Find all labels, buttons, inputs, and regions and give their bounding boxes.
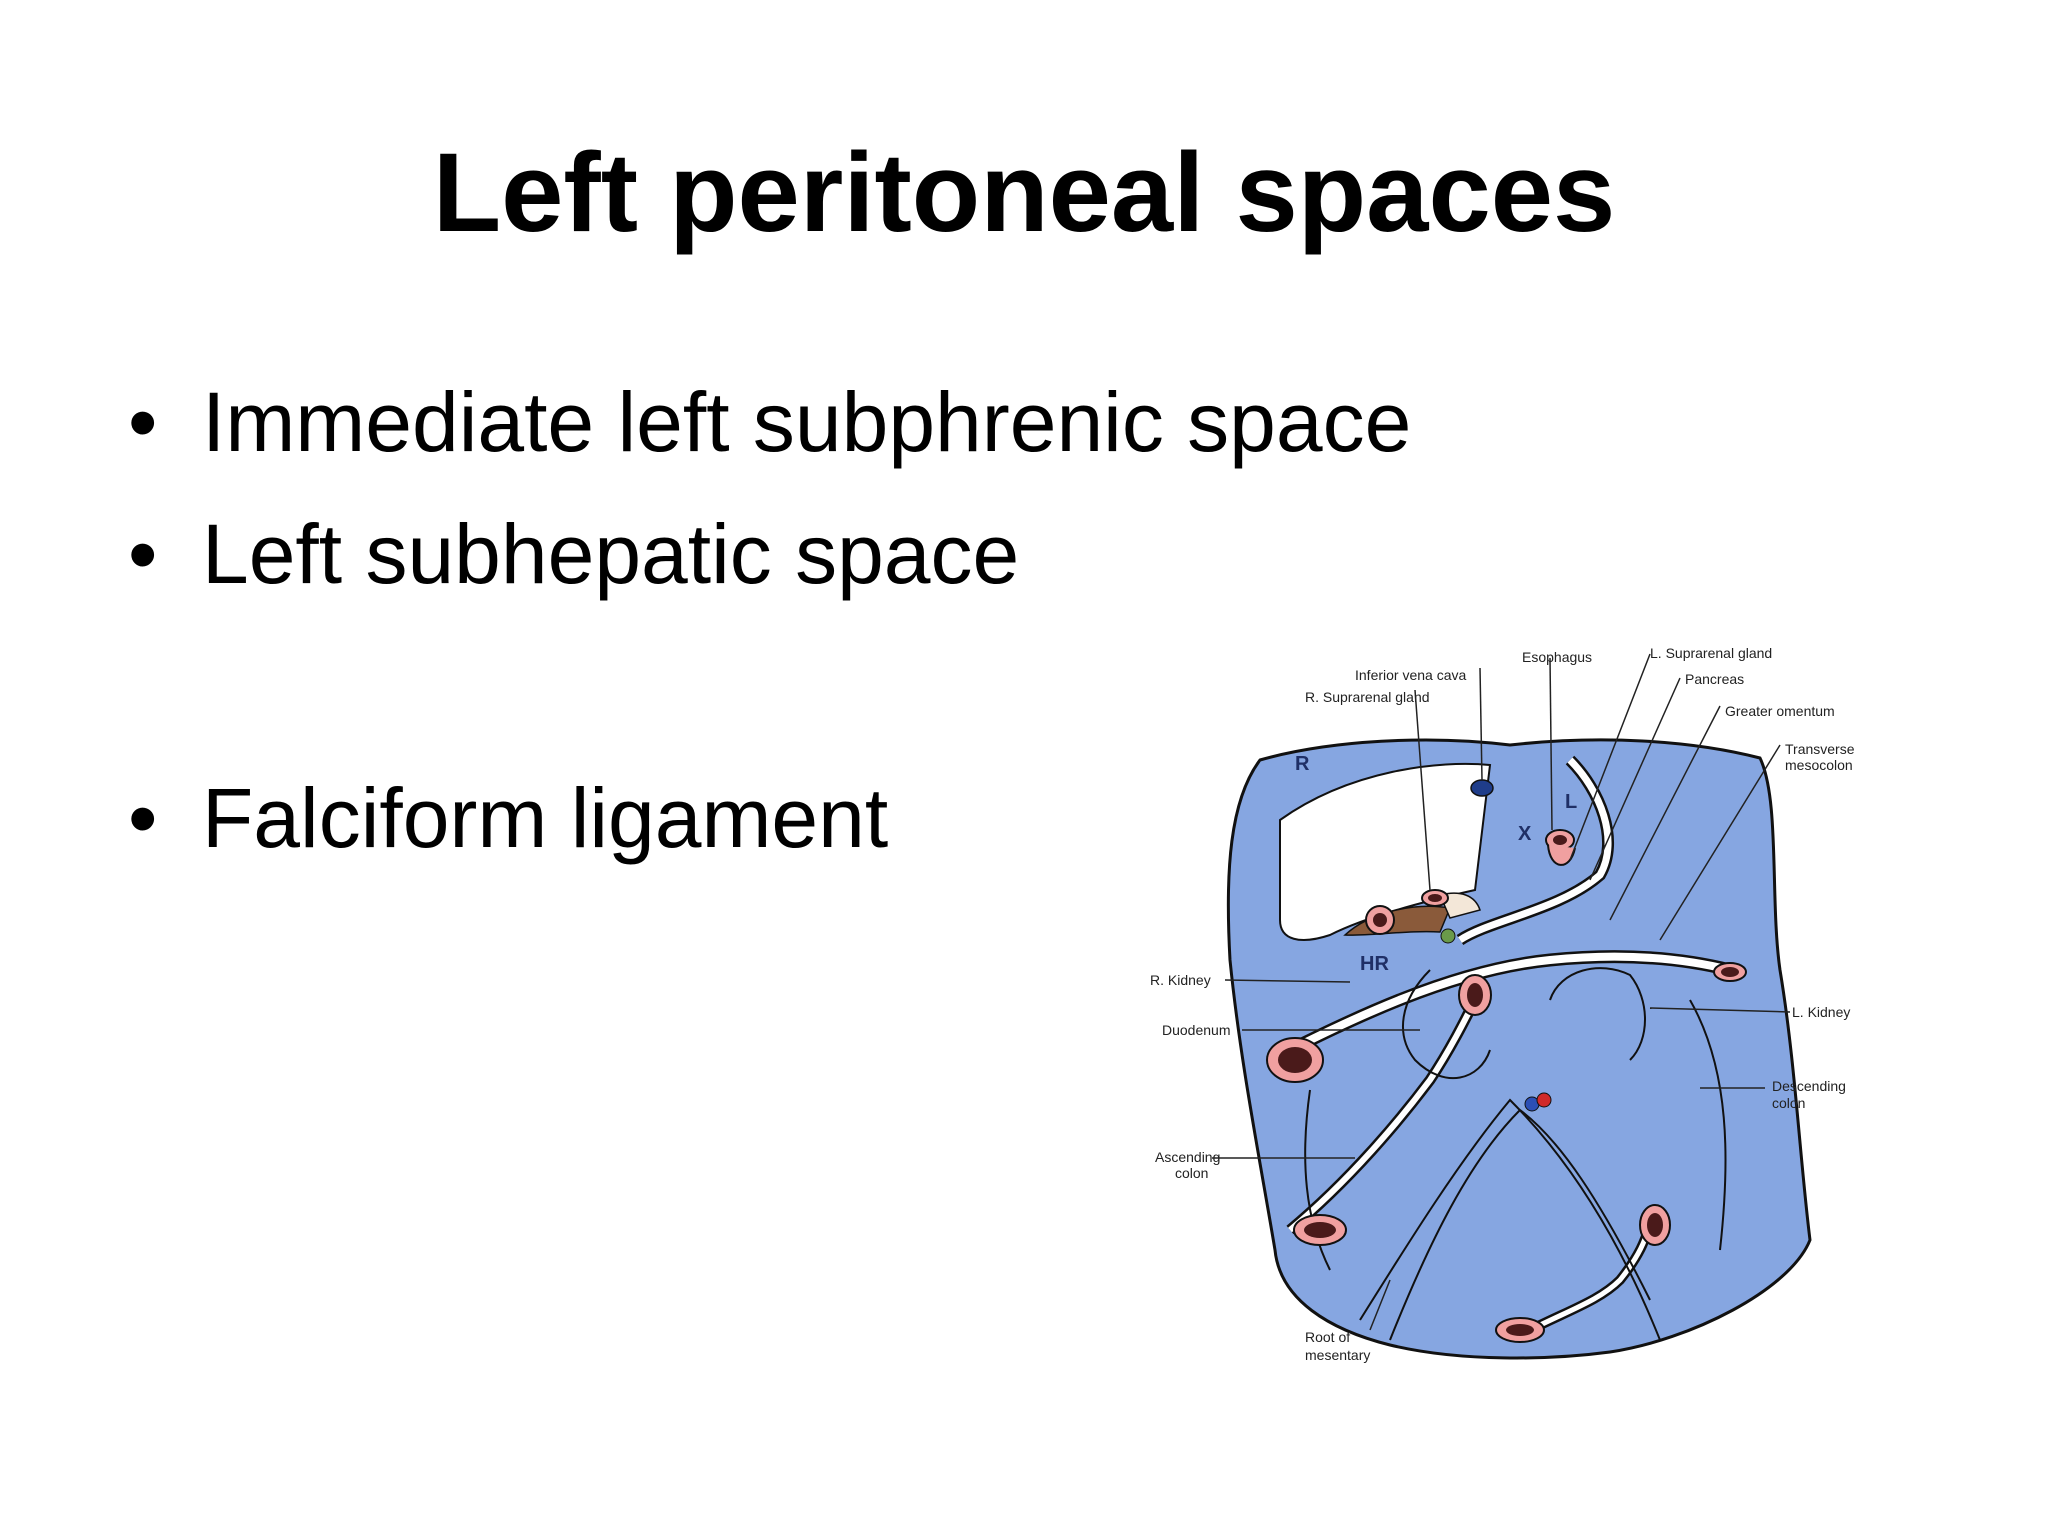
label-r-kidney: R. Kidney: [1150, 972, 1211, 988]
region-x: X: [1518, 823, 1532, 845]
region-hr: HR: [1360, 953, 1389, 975]
bullet-text: Falciform ligament: [202, 771, 889, 865]
label-descending-1: Descending: [1772, 1078, 1846, 1094]
label-pancreas: Pancreas: [1685, 671, 1744, 687]
label-transverse-1: Transverse: [1785, 741, 1855, 757]
leader-lines: [1212, 653, 1791, 1331]
colon-rings: [1266, 779, 1747, 1343]
label-root-2: mesentary: [1305, 1347, 1370, 1363]
bullet-dot: •: [128, 375, 158, 469]
bullet-item: • Left subhepatic space: [120, 512, 1019, 596]
bullet-dot: •: [128, 771, 158, 865]
label-ascending-1: Ascending: [1155, 1149, 1220, 1165]
bullet-dot: •: [128, 507, 158, 601]
label-transverse-2: mesocolon: [1785, 757, 1853, 773]
region-l: L: [1565, 791, 1577, 813]
label-duodenum: Duodenum: [1162, 1022, 1231, 1038]
label-ivc: Inferior vena cava: [1355, 667, 1466, 683]
label-ascending-2: colon: [1175, 1165, 1208, 1181]
slide-title: Left peritoneal spaces: [432, 130, 1616, 255]
bullet-item: • Falciform ligament: [120, 776, 888, 860]
label-greater-omentum: Greater omentum: [1725, 703, 1835, 719]
label-r-suprarenal: R. Suprarenal gland: [1305, 689, 1430, 705]
label-l-suprarenal: L. Suprarenal gland: [1650, 645, 1772, 661]
contour-lines: [1304, 967, 1727, 1341]
label-descending-2: colon: [1772, 1095, 1805, 1111]
label-esophagus: Esophagus: [1522, 649, 1592, 665]
bullet-text: Left subhepatic space: [202, 507, 1020, 601]
bullet-item: • Immediate left subphrenic space: [120, 380, 1411, 464]
peritoneal-anatomy-diagram: R L X HR Esophagus L. Suprarenal gland I…: [1130, 640, 1910, 1400]
label-root-1: Root of: [1305, 1329, 1350, 1345]
anatomy-svg: R L X HR Esophagus L. Suprarenal gland I…: [1150, 645, 1855, 1363]
bullet-text: Immediate left subphrenic space: [202, 375, 1412, 469]
label-l-kidney: L. Kidney: [1792, 1004, 1850, 1020]
region-r: R: [1295, 753, 1310, 775]
